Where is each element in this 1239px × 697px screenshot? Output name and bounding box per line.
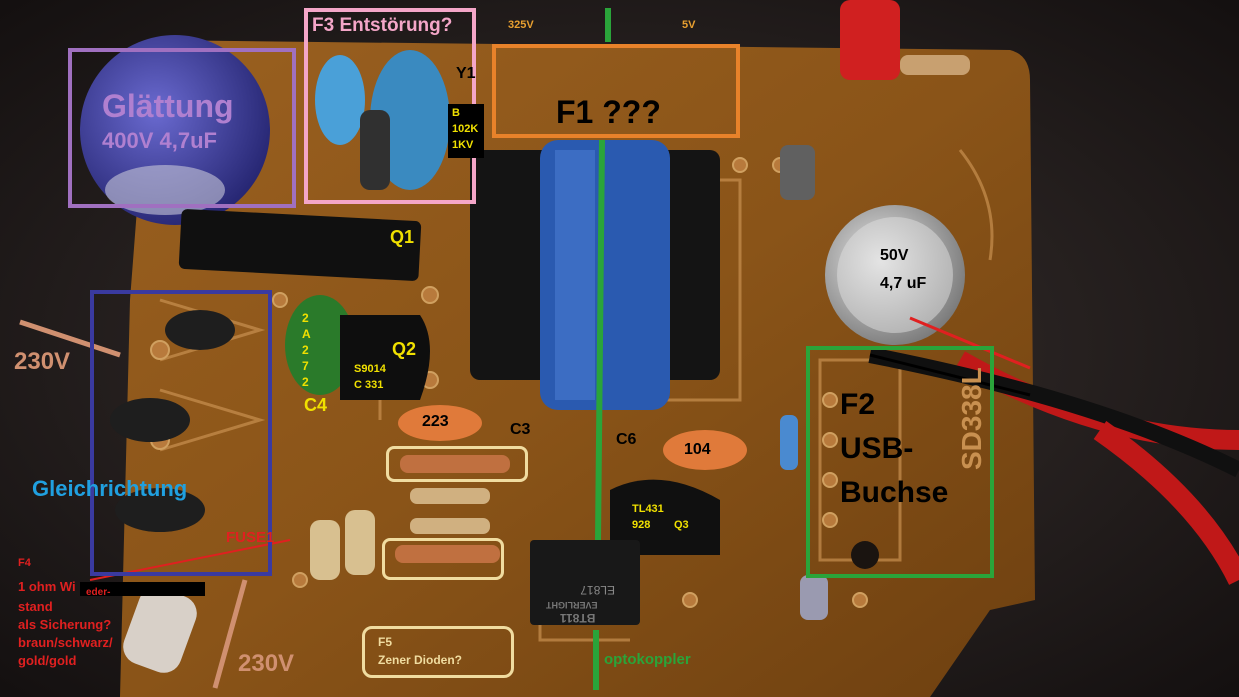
c6-label: C6 bbox=[616, 431, 637, 448]
y1-label: Y1 bbox=[456, 65, 476, 82]
fuse-label: FUSE1 bbox=[226, 529, 275, 546]
f4-line-4: braun/schwarz/ bbox=[18, 635, 113, 650]
f2-line-3: Buchse bbox=[840, 476, 949, 509]
zener-box-1 bbox=[386, 446, 528, 482]
y-cap-b: B bbox=[452, 107, 460, 119]
glaettung-box bbox=[68, 48, 296, 208]
zener-box-2 bbox=[382, 538, 504, 580]
f2-line-1: F2 bbox=[840, 388, 876, 421]
f4-label: F4 bbox=[18, 557, 31, 569]
q2-marking-c331: C 331 bbox=[354, 379, 384, 391]
f2-box bbox=[806, 346, 994, 578]
q3-label: Q3 bbox=[674, 519, 689, 531]
f2-line-2: USB- bbox=[840, 432, 914, 465]
opto-marking-2: EVERLIGHT bbox=[546, 600, 598, 610]
tl431-label: TL431 bbox=[632, 503, 664, 515]
glaettung-title: Glättung bbox=[102, 88, 234, 124]
q2-marking-s9014: S9014 bbox=[354, 363, 386, 375]
ac-wire-bottom bbox=[212, 579, 248, 689]
gleichrichtung-box bbox=[90, 290, 272, 576]
c4-marking-5: 2 bbox=[302, 375, 309, 389]
glaettung-value: 400V 4,7uF bbox=[102, 128, 217, 153]
q2-label: Q2 bbox=[392, 339, 417, 359]
y-cap-marking-box bbox=[448, 104, 484, 158]
c4-label: C4 bbox=[304, 395, 328, 415]
cap-50v-label: 50V bbox=[880, 247, 909, 264]
f5-box bbox=[362, 626, 514, 678]
f3-label: F3 Entstörung? bbox=[312, 15, 453, 36]
gleichrichtung-label: Gleichrichtung bbox=[32, 476, 188, 501]
f4-line-1: 1 ohm Wi bbox=[18, 579, 76, 594]
f4-line-1b: eder- bbox=[86, 587, 111, 598]
f5-line-2: Zener Dioden? bbox=[378, 653, 463, 667]
divider-line-middle bbox=[595, 139, 605, 541]
q1-label: Q1 bbox=[390, 227, 415, 247]
cap-47uf-label: 4,7 uF bbox=[880, 275, 927, 292]
c4-marking-4: 7 bbox=[302, 359, 309, 373]
voltage-230-bottom: 230V bbox=[238, 650, 295, 677]
c4-marking-2: A bbox=[302, 327, 311, 341]
voltage-5-label: 5V bbox=[682, 19, 696, 31]
svg-text:EL817: EL817 bbox=[580, 583, 615, 597]
opto-marking-3: BT811 bbox=[560, 611, 596, 625]
c104-label: 104 bbox=[684, 441, 711, 458]
f5-line-1: F5 bbox=[378, 635, 393, 649]
pcb-silkscreen: SD338L bbox=[956, 367, 987, 470]
f4-line-2: stand bbox=[18, 599, 53, 614]
f1-box bbox=[492, 44, 740, 138]
ac-wire-left bbox=[19, 319, 121, 358]
c4-marking-1: 2 bbox=[302, 311, 309, 325]
y-cap-1kv: 1KV bbox=[452, 139, 474, 151]
y-cap-102k: 102K bbox=[452, 123, 479, 135]
c4-marking-3: 2 bbox=[302, 343, 309, 357]
optokoppler-label: optokoppler bbox=[604, 651, 691, 668]
voltage-325-label: 325V bbox=[508, 19, 534, 31]
c223-label: 223 bbox=[422, 413, 449, 430]
c3-label: C3 bbox=[510, 421, 531, 438]
tl431-928: 928 bbox=[632, 519, 651, 531]
voltage-230-left: 230V bbox=[14, 348, 71, 375]
f4-line-5: gold/gold bbox=[18, 653, 77, 668]
f4-line-3: als Sicherung? bbox=[18, 617, 112, 632]
f1-label: F1 ??? bbox=[556, 94, 661, 130]
